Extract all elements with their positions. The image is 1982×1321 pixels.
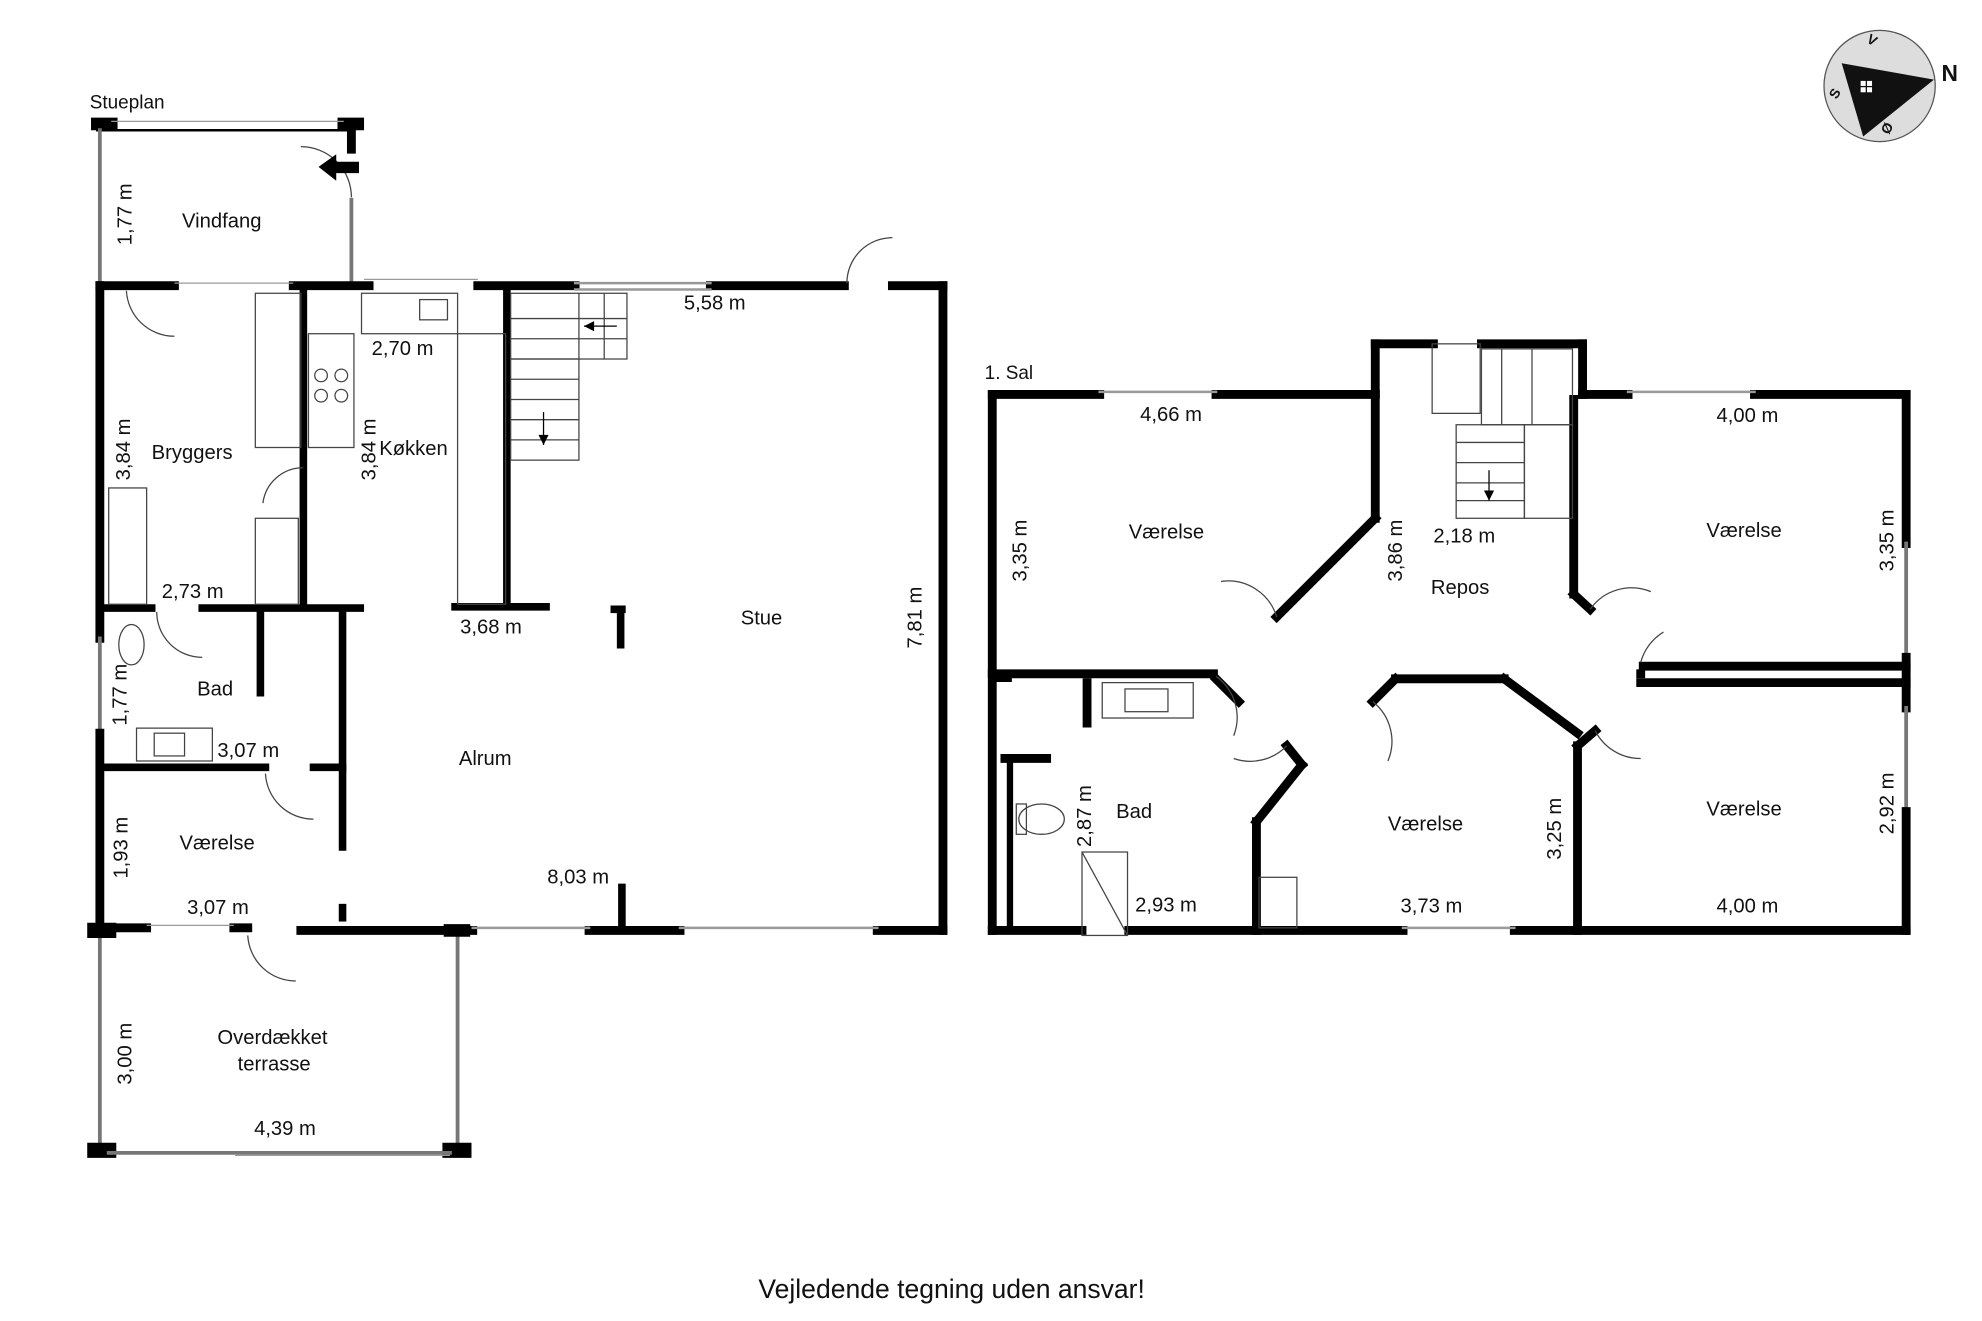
- room-vaerelse-ne: Værelse: [1706, 520, 1781, 542]
- dim-ne-height: 3,35 m: [1877, 510, 1899, 572]
- dim-bad-first-width: 2,93 m: [1135, 894, 1197, 916]
- dim-stue-height: 7,81 m: [904, 587, 926, 649]
- dim-stair-bottom: 3,68 m: [460, 616, 522, 638]
- compass: N S Ø V: [1823, 29, 1958, 143]
- ground-floor-plan: Stueplan: [87, 93, 948, 1158]
- dim-kokken-height: 3,84 m: [358, 419, 380, 481]
- compass-north: N: [1942, 60, 1958, 86]
- ground-floor-heading: Stueplan: [90, 93, 165, 114]
- dim-vindfang-height: 1,77 m: [114, 183, 136, 245]
- room-bryggers: Bryggers: [152, 442, 233, 464]
- entry-arrow-icon: [318, 154, 359, 181]
- dim-bryggers-height: 3,84 m: [113, 419, 135, 481]
- dim-terrasse-height: 3,00 m: [114, 1023, 136, 1085]
- dim-nw-width: 4,66 m: [1140, 404, 1202, 426]
- room-alrum: Alrum: [459, 748, 512, 770]
- room-vaerelse-nw: Værelse: [1129, 522, 1204, 544]
- dim-s-height: 3,25 m: [1544, 798, 1566, 860]
- room-vaerelse: Værelse: [179, 832, 254, 854]
- room-terrasse-line2: terrasse: [238, 1054, 311, 1076]
- room-vindfang: Vindfang: [182, 211, 261, 233]
- room-bad: Bad: [197, 678, 233, 700]
- room-vaerelse-s: Værelse: [1388, 814, 1463, 836]
- dim-bad-first-height: 2,87 m: [1074, 785, 1096, 847]
- ground-floor-walls: [87, 117, 948, 1158]
- dim-bad-height: 1,77 m: [109, 664, 131, 726]
- first-floor-heading: 1. Sal: [985, 363, 1033, 384]
- dim-se-width: 4,00 m: [1717, 896, 1779, 918]
- first-floor-fixtures: [1015, 343, 1664, 937]
- first-floor-walls: [987, 339, 1911, 935]
- ground-floor-fixtures: [108, 120, 893, 1157]
- dim-bryggers-bottom: 2,73 m: [162, 581, 224, 603]
- dim-stue-top: 5,58 m: [684, 293, 746, 315]
- dim-kokken-top: 2,70 m: [372, 338, 434, 360]
- disclaimer: Vejledende tegning uden ansvar!: [758, 1274, 1144, 1304]
- room-vaerelse-se: Værelse: [1706, 798, 1781, 820]
- room-terrasse-line1: Overdækket: [217, 1027, 327, 1049]
- dim-repos-width: 2,18 m: [1433, 525, 1495, 547]
- room-kokken: Køkken: [379, 438, 448, 460]
- room-bad-first: Bad: [1116, 801, 1152, 823]
- dim-bad-width: 3,07 m: [217, 740, 279, 762]
- dim-repos-height: 3,86 m: [1385, 520, 1407, 582]
- dim-vaerelse-width: 3,07 m: [187, 897, 249, 919]
- room-repos: Repos: [1431, 577, 1489, 599]
- dim-alrum-width: 8,03 m: [547, 867, 609, 889]
- dim-vaerelse-height: 1,93 m: [111, 817, 133, 879]
- dim-ne-width: 4,00 m: [1717, 405, 1779, 427]
- dim-se-height: 2,92 m: [1877, 773, 1899, 835]
- house-compass-icon: [1841, 63, 1934, 137]
- first-floor-plan: 1. Sal: [985, 339, 1911, 937]
- dim-nw-height: 3,35 m: [1009, 520, 1031, 582]
- dim-terrasse-width: 4,39 m: [254, 1118, 316, 1140]
- room-stue: Stue: [741, 607, 783, 629]
- dim-s-width: 3,73 m: [1401, 896, 1463, 918]
